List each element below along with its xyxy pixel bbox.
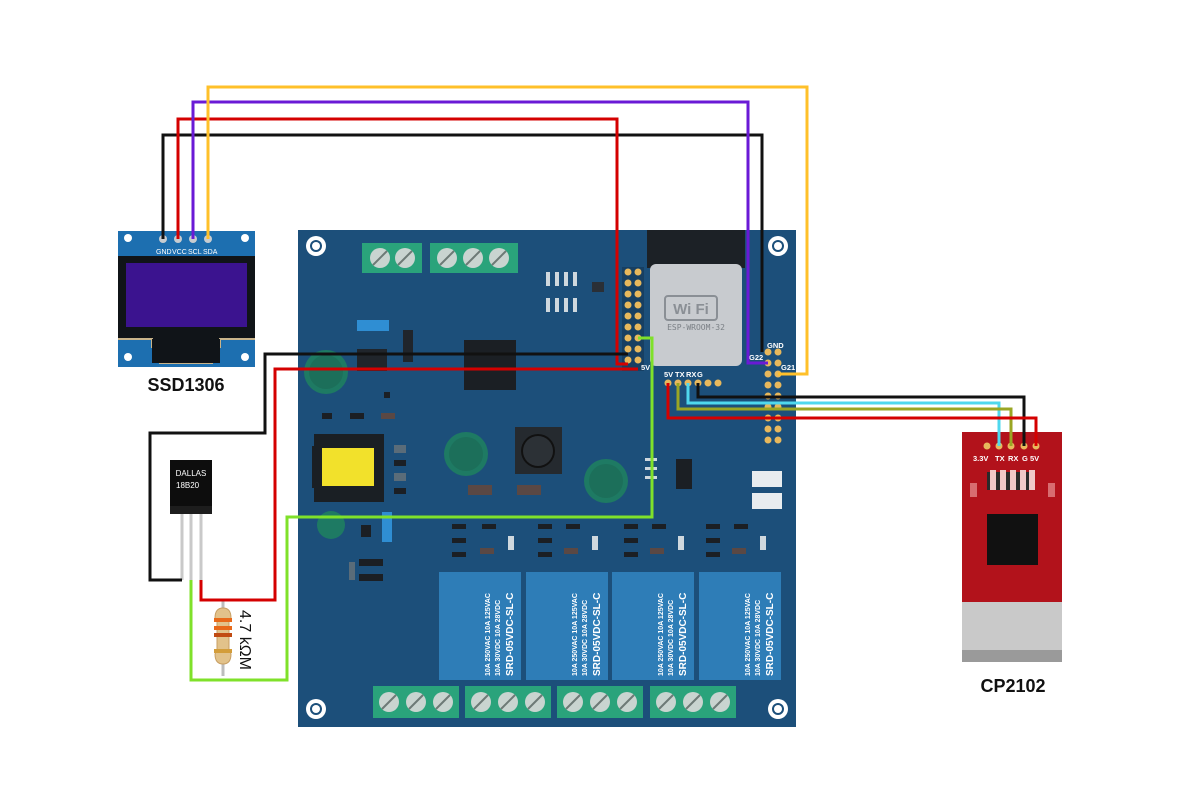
wire-oled-vcc [176, 117, 628, 366]
oled-label: SSD1306 [147, 375, 224, 395]
wire-serial-tx [686, 383, 1001, 446]
relays: 10A 250VAC 10A 125VAC 10A 30VDC 10A 28VD… [439, 572, 781, 680]
pin-g22-label: G22 [749, 353, 763, 362]
relay-2-spec2: 10A 30VDC 10A 28VDC [582, 600, 589, 676]
serial-5v-label: 5V [664, 370, 673, 379]
wires [148, 85, 1038, 682]
transformer [312, 434, 384, 502]
terminal-block-top-2 [362, 243, 422, 273]
wifi-logo: Wi Fi [673, 301, 709, 318]
relay-4: 10A 250VAC 10A 125VAC 10A 30VDC 10A 28VD… [699, 572, 781, 680]
relay-drivers [452, 524, 766, 557]
wire-oled-scl [191, 100, 768, 365]
relay-1-spec2: 10A 30VDC 10A 28VDC [495, 600, 502, 676]
buzzer [515, 427, 562, 474]
relay-2-spec1: 10A 250VAC 10A 125VAC [572, 593, 579, 676]
oled-display: GND VCC SCL SDA [118, 231, 255, 367]
mounting-holes [306, 236, 788, 719]
sensor-line2: 18B20 [176, 481, 200, 490]
wire-sensor-gnd [148, 352, 628, 582]
relay-3: 10A 250VAC 10A 125VAC 10A 30VDC 10A 28VD… [612, 572, 694, 680]
wire-oled-sda [206, 85, 809, 376]
resistor-label: 4.7 kΩM [236, 610, 253, 670]
relay-1-model: SRD-05VDC-SL-C [505, 593, 516, 676]
relay-4-spec2: 10A 30VDC 10A 28VDC [755, 600, 762, 676]
relay-3-spec2: 10A 30VDC 10A 28VDC [668, 600, 675, 676]
esp32-module: Wi Fi ESP-WROOM-32 [647, 230, 745, 366]
cp2102-pin-33v: 3.3V [973, 454, 988, 463]
wire-serial-rx [676, 383, 1013, 446]
pin-gnd-label: GND [767, 341, 784, 350]
wire-sensor-vcc [199, 367, 638, 602]
wire-serial-5v [666, 383, 1038, 446]
pin-g21-label: G21 [781, 363, 795, 372]
header-left: 5V [622, 267, 650, 372]
relay-2-model: SRD-05VDC-SL-C [592, 593, 603, 676]
cp2102-label: CP2102 [980, 676, 1045, 696]
serial-tx-label: TX [675, 370, 685, 379]
capacitors [304, 350, 628, 539]
wire-oled-gnd [161, 133, 764, 352]
relay-4-spec1: 10A 250VAC 10A 125VAC [745, 593, 752, 676]
smd-components [546, 272, 577, 312]
wire-sensor-data [189, 336, 654, 682]
serial-rx-label: RX [686, 370, 696, 379]
cp2102-module: 3.3V TX RX G 5V [962, 432, 1062, 662]
sensor-line1: DALLAS [176, 469, 207, 478]
serial-g-label: G [697, 370, 703, 379]
relay-2: 10A 250VAC 10A 125VAC 10A 30VDC 10A 28VD… [526, 572, 608, 680]
relay-3-spec1: 10A 250VAC 10A 125VAC [658, 593, 665, 676]
oled-pin-vcc: VCC [172, 249, 187, 256]
relay-4-model: SRD-05VDC-SL-C [765, 593, 776, 676]
ds18b20-sensor: DALLAS 18B20 [170, 460, 212, 580]
terminal-blocks-bottom [373, 686, 736, 718]
terminal-block-top-3 [430, 243, 518, 273]
cp2102-pin-g: G [1022, 454, 1028, 463]
pin-5v-label: 5V [641, 363, 650, 372]
cp2102-pin-tx: TX [995, 454, 1005, 463]
oled-pin-scl: SCL [188, 249, 202, 256]
wire-serial-gnd [696, 383, 1026, 446]
resistor: 4.7 kΩM [214, 600, 253, 676]
oled-pin-sda: SDA [203, 249, 218, 256]
oled-pin-gnd: GND [156, 249, 172, 256]
cp2102-pin-5v: 5V [1030, 454, 1039, 463]
esp32-module-name: ESP-WROOM-32 [667, 323, 725, 332]
relay-board: 10A 250VAC 10A 125VAC 10A 30VDC 10A 28VD… [298, 230, 796, 727]
relay-1: 10A 250VAC 10A 125VAC 10A 30VDC 10A 28VD… [439, 572, 521, 680]
relay-1-spec1: 10A 250VAC 10A 125VAC [485, 593, 492, 676]
relay-3-model: SRD-05VDC-SL-C [678, 593, 689, 676]
cp2102-pin-rx: RX [1008, 454, 1018, 463]
oled-screen [126, 263, 247, 327]
